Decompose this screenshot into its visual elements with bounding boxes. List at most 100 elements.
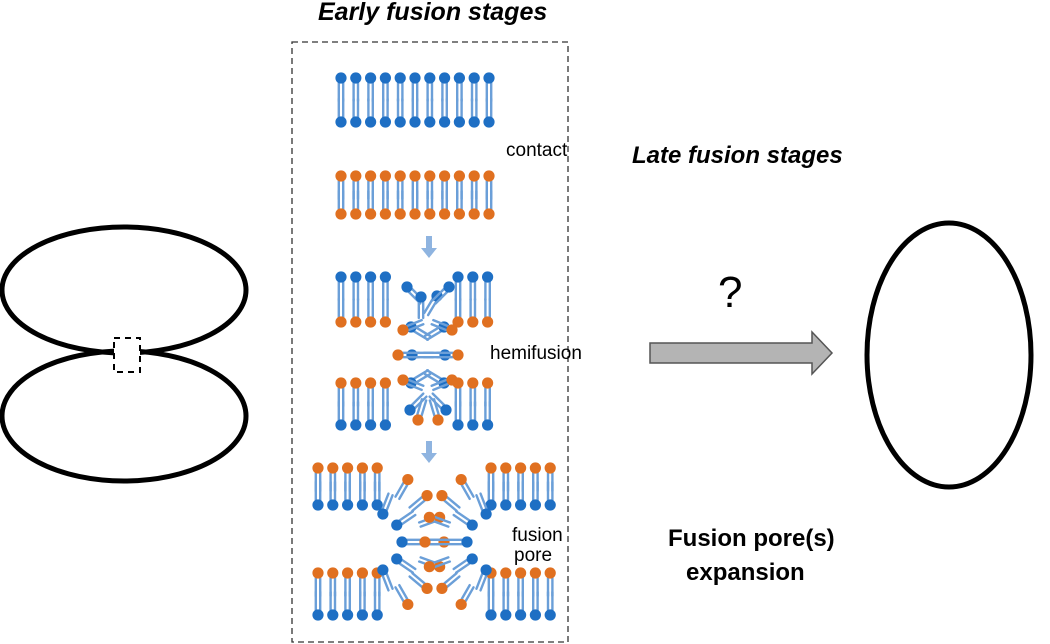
upper-vesicle xyxy=(0,224,249,356)
lipid xyxy=(455,473,475,501)
lipid xyxy=(544,480,556,511)
zoom-region-box xyxy=(113,337,141,373)
lipid xyxy=(335,271,347,302)
lipid xyxy=(428,398,444,426)
lipid xyxy=(365,377,377,408)
lipid xyxy=(335,377,347,408)
lipid xyxy=(397,318,425,336)
lipid xyxy=(312,590,324,621)
lipid xyxy=(452,510,478,531)
lipid xyxy=(392,349,421,361)
lipid xyxy=(544,462,556,493)
lipid xyxy=(444,536,473,548)
lipid xyxy=(408,490,433,513)
lipid xyxy=(394,97,406,128)
lipid xyxy=(356,567,368,598)
fused-vesicle xyxy=(864,220,1034,490)
lipid xyxy=(435,349,464,361)
lipid xyxy=(409,72,421,103)
lipid xyxy=(312,462,324,493)
lipid xyxy=(356,480,368,511)
lipid xyxy=(379,377,391,408)
lipid xyxy=(350,72,362,103)
lipid xyxy=(424,97,436,128)
lipid xyxy=(529,480,542,511)
lipid xyxy=(365,97,377,128)
lipid xyxy=(356,590,368,621)
lipid xyxy=(412,398,428,426)
lipid xyxy=(424,170,436,201)
lipid xyxy=(436,571,461,594)
lipid xyxy=(467,400,479,431)
lipid xyxy=(430,318,458,336)
lipid xyxy=(529,462,542,493)
lipid xyxy=(365,189,377,220)
lipid xyxy=(327,462,339,493)
lipid xyxy=(467,271,479,302)
lipid xyxy=(350,189,362,220)
lipid xyxy=(406,349,435,361)
lipid xyxy=(485,480,497,511)
lipid xyxy=(342,567,354,598)
lipid xyxy=(365,297,377,328)
lipid xyxy=(500,462,512,493)
lipid xyxy=(452,400,464,431)
lipid xyxy=(350,97,362,128)
lipid xyxy=(335,97,347,128)
lipid xyxy=(544,567,556,598)
contact-label: contact xyxy=(506,140,568,161)
lipid xyxy=(342,480,354,511)
lipid xyxy=(422,349,451,361)
lipid xyxy=(483,72,495,103)
lipid xyxy=(452,297,464,328)
lipid xyxy=(436,490,461,513)
lipid xyxy=(500,590,512,621)
lipid xyxy=(455,583,475,611)
lipid xyxy=(483,170,495,201)
lipid xyxy=(452,271,464,302)
lipid xyxy=(335,170,347,201)
lipid xyxy=(379,400,391,431)
lipid xyxy=(423,556,452,573)
lipid xyxy=(485,462,497,493)
lipid xyxy=(394,170,406,201)
lipid xyxy=(468,170,480,201)
lipid xyxy=(419,536,448,548)
lipid xyxy=(544,590,556,621)
lipid xyxy=(391,510,417,531)
lipid xyxy=(439,189,451,220)
lipid xyxy=(439,72,451,103)
lipid xyxy=(452,553,478,574)
lipid xyxy=(467,297,479,328)
lipid xyxy=(409,97,421,128)
lipid xyxy=(394,72,406,103)
late-stages-title: Late fusion stages xyxy=(632,142,843,169)
expansion-label-line2: expansion xyxy=(686,559,805,586)
lipid xyxy=(468,189,480,220)
lipid xyxy=(391,553,417,574)
lipid xyxy=(371,590,383,621)
lipid xyxy=(515,567,527,598)
lipid xyxy=(482,271,494,302)
lipid xyxy=(335,400,347,431)
lipid xyxy=(468,72,480,103)
lipid xyxy=(439,97,451,128)
lipid xyxy=(342,462,354,493)
lipid xyxy=(350,297,362,328)
lipid xyxy=(379,271,391,302)
down-arrow-2 xyxy=(421,441,437,463)
lipid xyxy=(453,189,465,220)
lipid xyxy=(394,473,414,501)
lipid xyxy=(485,590,497,621)
lipid xyxy=(453,72,465,103)
lipid xyxy=(408,571,433,594)
lipid xyxy=(335,189,347,220)
lipid xyxy=(500,480,512,511)
lipid xyxy=(483,97,495,128)
early-stages-title: Early fusion stages xyxy=(318,0,548,26)
lipid xyxy=(482,377,494,408)
early-stages-panel xyxy=(291,41,569,643)
lipid xyxy=(312,567,324,598)
lipid xyxy=(453,170,465,201)
